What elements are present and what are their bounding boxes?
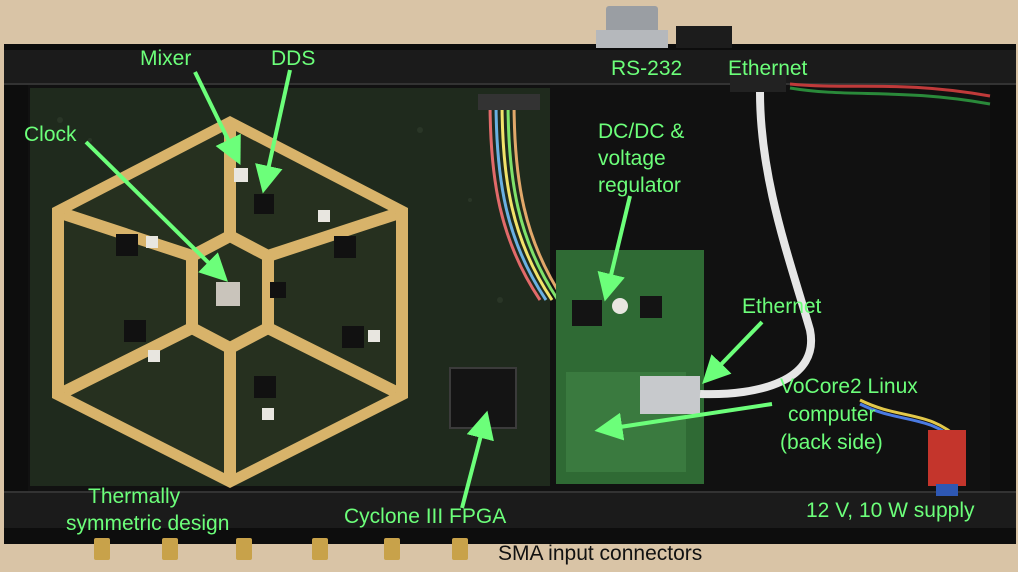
rs232-connector bbox=[596, 6, 668, 48]
arrow-vocore bbox=[594, 402, 773, 441]
label-thermal-1: Thermally bbox=[88, 485, 181, 508]
ethernet-connector-top bbox=[676, 26, 786, 92]
label-vocore-1: VoCore2 Linux bbox=[780, 375, 918, 398]
label-dcdc-2: voltage bbox=[598, 147, 666, 170]
ethernet-jack bbox=[640, 376, 700, 414]
label-vocore-2: computer bbox=[788, 403, 876, 426]
ribbon-cable bbox=[488, 99, 566, 301]
enclosure-top-rail bbox=[4, 50, 1016, 84]
arrow-clock bbox=[84, 140, 228, 282]
mixer-chip bbox=[234, 168, 248, 182]
label-ethernet-top: Ethernet bbox=[728, 57, 808, 80]
hex-rf-board bbox=[52, 116, 408, 488]
label-sma: SMA input connectors bbox=[498, 542, 703, 565]
label-ethernet-mid: Ethernet bbox=[742, 295, 822, 318]
clock-chip bbox=[216, 282, 240, 306]
sma-connectors bbox=[94, 538, 468, 560]
label-rs232: RS-232 bbox=[611, 57, 683, 80]
arrow-mixer bbox=[193, 71, 241, 166]
label-dcdc-1: DC/DC & bbox=[598, 120, 685, 143]
arrow-dcdc bbox=[597, 195, 632, 302]
power-connector bbox=[928, 430, 966, 486]
arrow-ethernet bbox=[702, 320, 764, 385]
enclosure-bottom-rail bbox=[4, 492, 1016, 528]
label-dcdc-3: regulator bbox=[598, 174, 681, 197]
label-supply: 12 V, 10 W supply bbox=[806, 499, 975, 522]
label-thermal-2: symmetric design bbox=[66, 512, 230, 535]
label-mixer: Mixer bbox=[140, 47, 192, 70]
label-vocore-3: (back side) bbox=[780, 431, 883, 454]
fpga-chip bbox=[449, 367, 517, 429]
label-dds: DDS bbox=[271, 47, 316, 70]
label-fpga: Cyclone III FPGA bbox=[344, 505, 507, 528]
label-clock: Clock bbox=[24, 123, 77, 146]
arrow-fpga bbox=[460, 410, 494, 509]
ethernet-cable bbox=[699, 91, 816, 399]
arrow-dds bbox=[255, 69, 292, 194]
